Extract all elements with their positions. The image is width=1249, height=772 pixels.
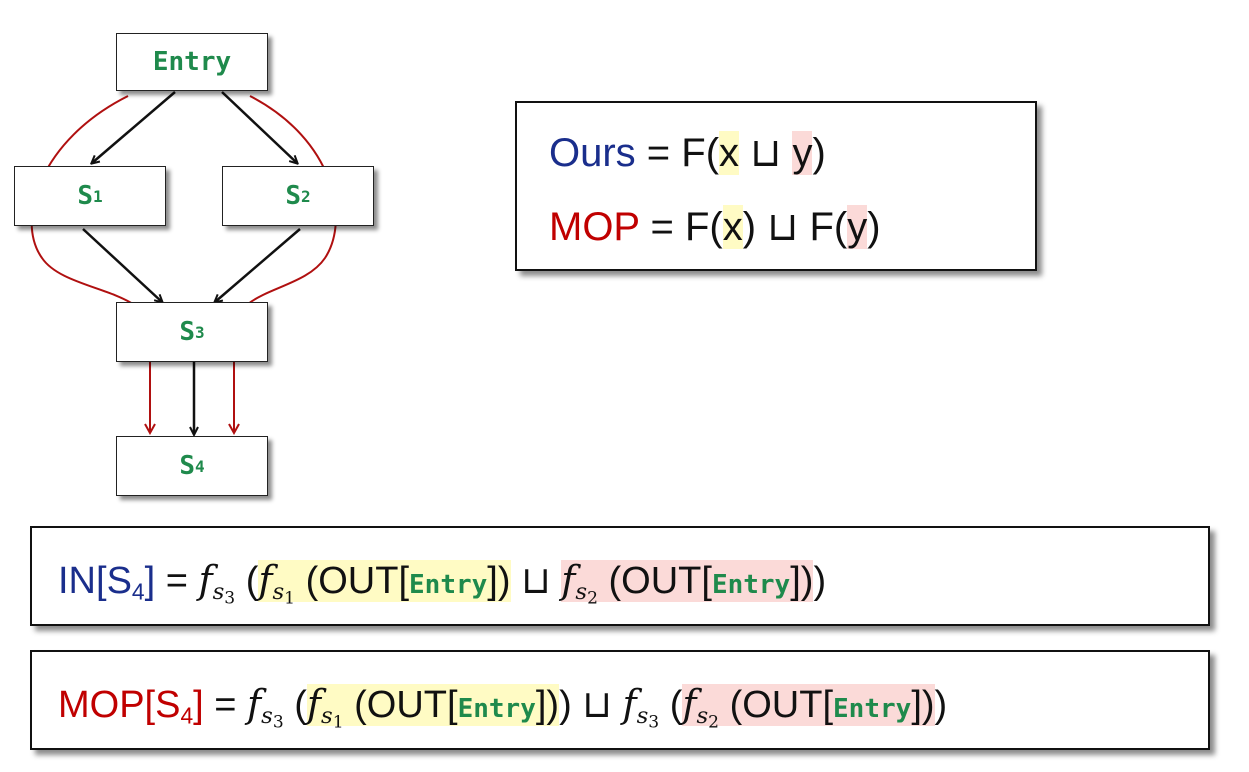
edge-s2-s3 [215, 228, 301, 302]
mop-f-s2-group: fs2 (OUT[Entry]) [682, 682, 935, 733]
mop-lhs-name: MOP[ [58, 684, 156, 726]
mop-lhs-sub: 4 [180, 702, 194, 729]
node-s4-label: S [179, 451, 195, 481]
ours-x: x [719, 131, 740, 175]
mop-lhs-close: ] [193, 684, 204, 726]
edge-s1-s3 [82, 228, 162, 302]
node-s3-sub: 3 [195, 322, 205, 342]
in-lhs-name: IN[ [58, 560, 107, 602]
node-s2-label: S [285, 181, 301, 211]
ours-eq: = F( [635, 131, 720, 175]
in-lhs-s: S [106, 560, 132, 602]
mop-eq: = F( [639, 205, 723, 249]
ours-label: Ours [549, 131, 636, 175]
in-entry-2: Entry [711, 570, 791, 600]
in-join: ⊔ [510, 560, 562, 602]
edge-entry-s1 [92, 91, 176, 163]
edge-entry-s2 [221, 91, 297, 163]
in-final-close: ) [813, 560, 827, 602]
mop-entry-2: Entry [833, 694, 912, 724]
in-lhs: IN[S4] [58, 560, 156, 605]
mop-equals: = [203, 684, 248, 726]
in-f-s2-group: fs2 (OUT[Entry]) [561, 558, 814, 609]
node-entry: Entry [116, 33, 268, 91]
node-s3-label: S [179, 317, 195, 347]
mop-entry-1: Entry [457, 694, 536, 724]
mop-open-a: ( [294, 684, 307, 726]
mop-close-a: ) [559, 684, 572, 726]
in-lhs-close: ] [144, 560, 156, 602]
in-f-s1-group: fs1 (OUT[Entry]) [258, 558, 511, 609]
mop-equation: MOP[S4] = fs3 (fs1 (OUT[Entry])) ⊔ fs3 (… [58, 682, 948, 733]
in-equals: = [155, 560, 199, 602]
mop-join: ⊔ [571, 684, 623, 726]
node-s1-sub: 1 [93, 186, 103, 206]
mop-lhs: MOP[S4] [58, 684, 204, 729]
node-s4-sub: 4 [195, 456, 205, 476]
mop-f-s1-group: fs1 (OUT[Entry]) [306, 682, 560, 733]
comparison-box: Ours = F(x ⊔ y) MOP = F(x) ⊔ F(y) [515, 101, 1037, 271]
in-lhs-sub: 4 [131, 578, 145, 605]
in-open: ( [245, 560, 259, 602]
path-via-s2 [234, 95, 337, 432]
node-entry-label: Entry [152, 47, 232, 77]
mop-equation-box: MOP[S4] = fs3 (fs1 (OUT[Entry])) ⊔ fs3 (… [30, 650, 1210, 750]
ours-close: ) [812, 131, 826, 175]
ours-y: y [792, 131, 813, 175]
node-s2-sub: 2 [301, 186, 311, 206]
mop-f-s3-a: fs3 [247, 682, 284, 733]
in-entry-1: Entry [409, 570, 488, 600]
mop-lhs-s: S [155, 684, 181, 726]
mop-join: ) ⊔ F( [742, 205, 848, 249]
mop-close: ) [867, 205, 881, 249]
in-equation-box: IN[S4] = fs3 (fs1 (OUT[Entry]) ⊔ fs2 (OU… [30, 526, 1210, 626]
mop-f-s3-b: fs3 [622, 682, 660, 733]
path-via-s1 [30, 95, 150, 432]
in-f-s3: fs3 [198, 558, 236, 609]
mop-y: y [847, 205, 868, 249]
ours-join: ⊔ [739, 131, 793, 175]
mop-x: x [722, 205, 743, 249]
node-s1-label: S [77, 181, 93, 211]
ours-line: Ours = F(x ⊔ y) [549, 131, 826, 175]
mop-open-b: ( [669, 684, 683, 726]
mop-line: MOP = F(x) ⊔ F(y) [549, 205, 881, 249]
in-equation: IN[S4] = fs3 (fs1 (OUT[Entry]) ⊔ fs2 (OU… [58, 558, 827, 609]
mop-close-b: ) [934, 684, 948, 726]
mop-label: MOP [549, 205, 640, 249]
